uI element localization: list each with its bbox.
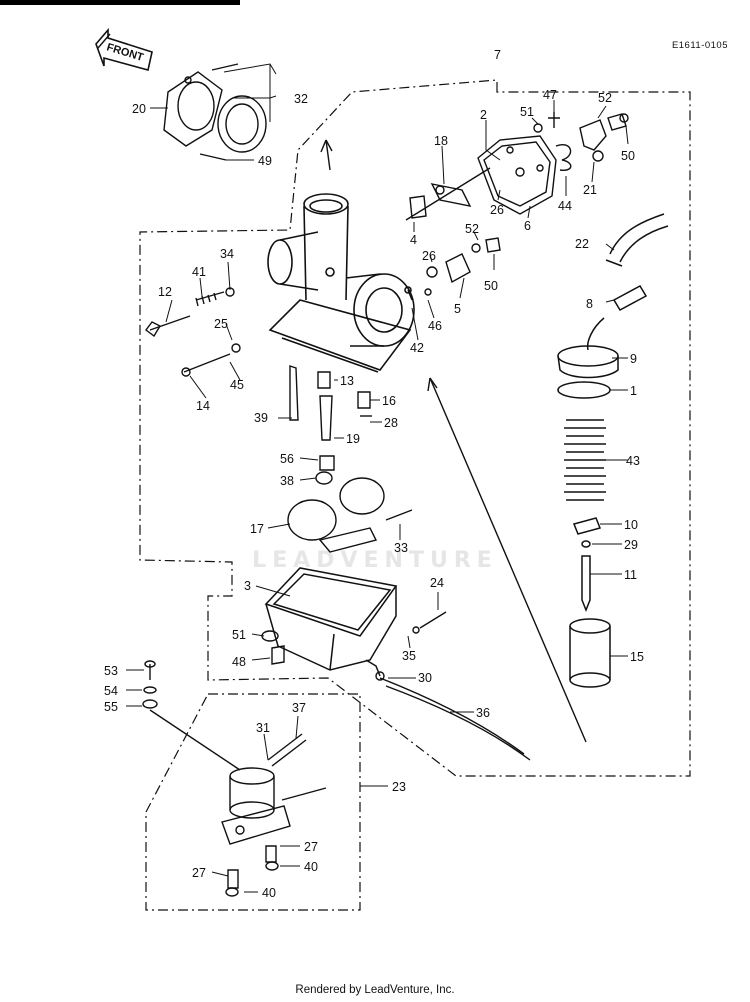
callout-label: 38: [280, 474, 294, 488]
callout-label: 16: [382, 394, 396, 408]
callout-label: 27: [192, 866, 206, 880]
intake-manifold: [163, 63, 267, 161]
choke-assembly: [407, 195, 501, 301]
callout-label: 14: [196, 399, 210, 413]
callout-label: 20: [132, 102, 146, 116]
callout-label: 54: [104, 684, 118, 698]
callout-label: 2: [480, 108, 487, 122]
float-bowl: [264, 567, 398, 677]
throttle-link: [405, 167, 491, 221]
callout-label: 23: [392, 780, 406, 794]
assembly-boundary-23: [145, 693, 361, 911]
callout-labels: 7 2 18 47 51 52 50 21 44 6 26 4 52 26 50…: [104, 48, 644, 900]
callout-label: 49: [258, 154, 272, 168]
callout-label: 52: [465, 222, 479, 236]
callout-label: 47: [543, 88, 557, 102]
callout-label: 27: [304, 840, 318, 854]
callout-label: 35: [402, 649, 416, 663]
drain-hose: [375, 671, 531, 761]
callout-label: 52: [598, 91, 612, 105]
callout-label: 25: [214, 317, 228, 331]
callout-label: 11: [624, 568, 637, 582]
callout-label: 42: [410, 341, 424, 355]
diagram-code: E1611-0105: [671, 40, 728, 51]
callout-label: 28: [384, 416, 398, 430]
callout-label: 22: [575, 237, 589, 251]
jets: [289, 365, 372, 485]
callout-label: 40: [262, 886, 276, 900]
callout-label: 1: [630, 384, 637, 398]
callout-label: 21: [583, 183, 597, 197]
accelerator-pump: [221, 733, 327, 897]
callout-label: 36: [476, 706, 490, 720]
callout-label: 8: [586, 297, 593, 311]
callout-label: 29: [624, 538, 638, 552]
callout-label: 18: [434, 134, 448, 148]
footer-credit: Rendered by LeadVenture, Inc.: [295, 984, 455, 996]
callout-label: 7: [494, 48, 501, 62]
callout-label: 48: [232, 655, 246, 669]
callout-label: 13: [340, 374, 354, 388]
callout-label: 3: [244, 579, 251, 593]
small-parts-top-right: [533, 112, 629, 171]
adjuster-screws: [145, 287, 241, 377]
callout-label: 5: [454, 302, 461, 316]
callout-label: 31: [256, 721, 270, 735]
callout-label: 17: [250, 522, 264, 536]
callout-label: 53: [104, 664, 118, 678]
callout-label: 46: [428, 319, 442, 333]
pointer-line: [429, 377, 587, 743]
callout-label: 55: [104, 700, 118, 714]
callout-label: 33: [394, 541, 408, 555]
callout-label: 45: [230, 378, 244, 392]
callout-label: 15: [630, 650, 644, 664]
callout-label: 6: [524, 219, 531, 233]
callout-label: 39: [254, 411, 268, 425]
mounting-screws: [142, 660, 241, 771]
callout-label: 26: [490, 203, 504, 217]
callout-label: 9: [630, 352, 637, 366]
callout-label: 4: [410, 233, 417, 247]
front-arrow-icon: [95, 27, 153, 71]
top-cover-plate: [477, 135, 557, 215]
callout-label: 19: [346, 432, 360, 446]
assembly-boundary-main: [139, 79, 691, 777]
callout-label: 26: [422, 249, 436, 263]
callout-label: 40: [304, 860, 318, 874]
slide-assembly: [557, 213, 669, 688]
callout-label: 44: [558, 199, 572, 213]
callout-label: 56: [280, 452, 294, 466]
watermark-text: LEADVENTURE: [252, 548, 498, 573]
callout-label: 50: [621, 149, 635, 163]
callout-label: 50: [484, 279, 498, 293]
float: [287, 477, 413, 553]
callout-label: 43: [626, 454, 640, 468]
drain-screws: [261, 611, 447, 665]
callout-label: 41: [192, 265, 206, 279]
leader-lines: [126, 63, 629, 893]
callout-label: 51: [232, 628, 246, 642]
callout-label: 37: [292, 701, 306, 715]
callout-label: 51: [520, 105, 534, 119]
callout-label: 32: [294, 92, 308, 106]
header-rule: [0, 0, 240, 5]
callout-label: 34: [220, 247, 234, 261]
callout-label: 12: [158, 285, 172, 299]
callout-label: 30: [418, 671, 432, 685]
carburetor-body: [267, 193, 415, 373]
callout-label: 24: [430, 576, 444, 590]
callout-label: 10: [624, 518, 638, 532]
